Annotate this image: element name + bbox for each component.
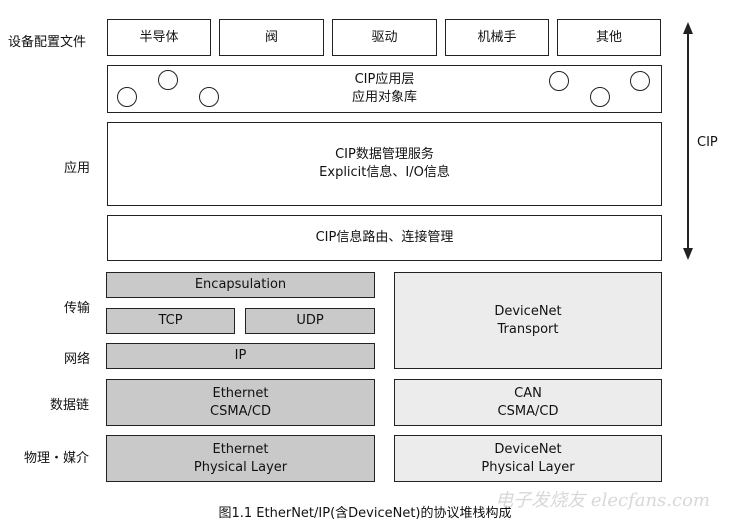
device-profile-label: 机械手 — [477, 29, 517, 45]
device-profile-label: 半导体 — [139, 29, 179, 45]
devicenet-transport-title: DeviceNet — [494, 303, 562, 319]
tcp-label: TCP — [158, 313, 183, 328]
cip-data-management-box: CIP数据管理服务 Explicit信息、I/O信息 — [107, 122, 662, 206]
label-application: 应用 — [64, 161, 91, 176]
device-profile-label: 驱动 — [371, 29, 398, 45]
udp-label: UDP — [296, 313, 324, 328]
object-circle-icon — [158, 70, 178, 90]
object-circle-icon — [199, 87, 219, 107]
ethernet-datalink-subtitle: CSMA/CD — [210, 403, 271, 419]
devicenet-physical-subtitle: Physical Layer — [481, 459, 575, 475]
watermark-logo: 电子发烧友 elecfans.com — [495, 490, 710, 511]
device-profile-label: 阀 — [264, 29, 278, 45]
device-profile-box: 机械手 — [445, 19, 549, 56]
label-data-link: 数据链 — [50, 398, 90, 413]
cip-routing-label: CIP信息路由、连接管理 — [315, 230, 454, 245]
label-network: 网络 — [64, 352, 91, 367]
udp-box: UDP — [245, 308, 375, 334]
ethernet-datalink-title: Ethernet — [212, 385, 269, 401]
ip-box: IP — [106, 343, 375, 369]
ethernet-physical-box: Ethernet Physical Layer — [106, 435, 375, 482]
figure-caption: 图1.1 EtherNet/IP(含DeviceNet)的协议堆栈构成 — [218, 506, 512, 521]
device-profile-label: 其他 — [595, 29, 622, 45]
device-profile-box: 驱动 — [332, 19, 437, 56]
device-profile-box: 其他 — [557, 19, 661, 56]
ip-label: IP — [234, 348, 247, 363]
object-circle-icon — [117, 87, 137, 107]
encapsulation-box: Encapsulation — [106, 272, 375, 298]
label-transport: 传输 — [64, 301, 91, 316]
cip-scope-label: CIP — [697, 135, 718, 150]
device-profile-box: 半导体 — [107, 19, 211, 56]
label-device-profile: 设备配置文件 — [8, 35, 87, 50]
devicenet-transport-box: DeviceNet Transport — [394, 272, 662, 369]
cip-routing-box: CIP信息路由、连接管理 — [107, 215, 662, 261]
ethernet-physical-subtitle: Physical Layer — [193, 459, 288, 475]
can-datalink-box: CAN CSMA/CD — [394, 379, 662, 426]
object-circle-icon — [630, 71, 650, 91]
devicenet-physical-title: DeviceNet — [494, 441, 562, 457]
ethernet-datalink-box: Ethernet CSMA/CD — [106, 379, 375, 426]
cip-data-management-title: CIP数据管理服务 — [335, 147, 434, 162]
devicenet-physical-box: DeviceNet Physical Layer — [394, 435, 662, 482]
cip-application-layer-box: CIP应用层 应用对象库 — [107, 65, 662, 113]
devicenet-transport-subtitle: Transport — [497, 321, 559, 337]
can-datalink-subtitle: CSMA/CD — [497, 403, 559, 419]
device-profile-box: 阀 — [219, 19, 324, 56]
ethernet-physical-title: Ethernet — [212, 441, 269, 457]
encapsulation-label: Encapsulation — [194, 277, 287, 292]
object-circle-icon — [590, 87, 610, 107]
can-datalink-title: CAN — [514, 385, 542, 401]
cip-scope-arrow-icon — [683, 22, 693, 260]
label-physical-media: 物理・媒介 — [24, 451, 90, 466]
tcp-box: TCP — [106, 308, 235, 334]
cip-object-library-label: 应用对象库 — [351, 90, 417, 105]
cip-application-layer-title: CIP应用层 — [354, 72, 415, 87]
cip-message-types-label: Explicit信息、I/O信息 — [319, 165, 450, 180]
object-circle-icon — [549, 71, 569, 91]
